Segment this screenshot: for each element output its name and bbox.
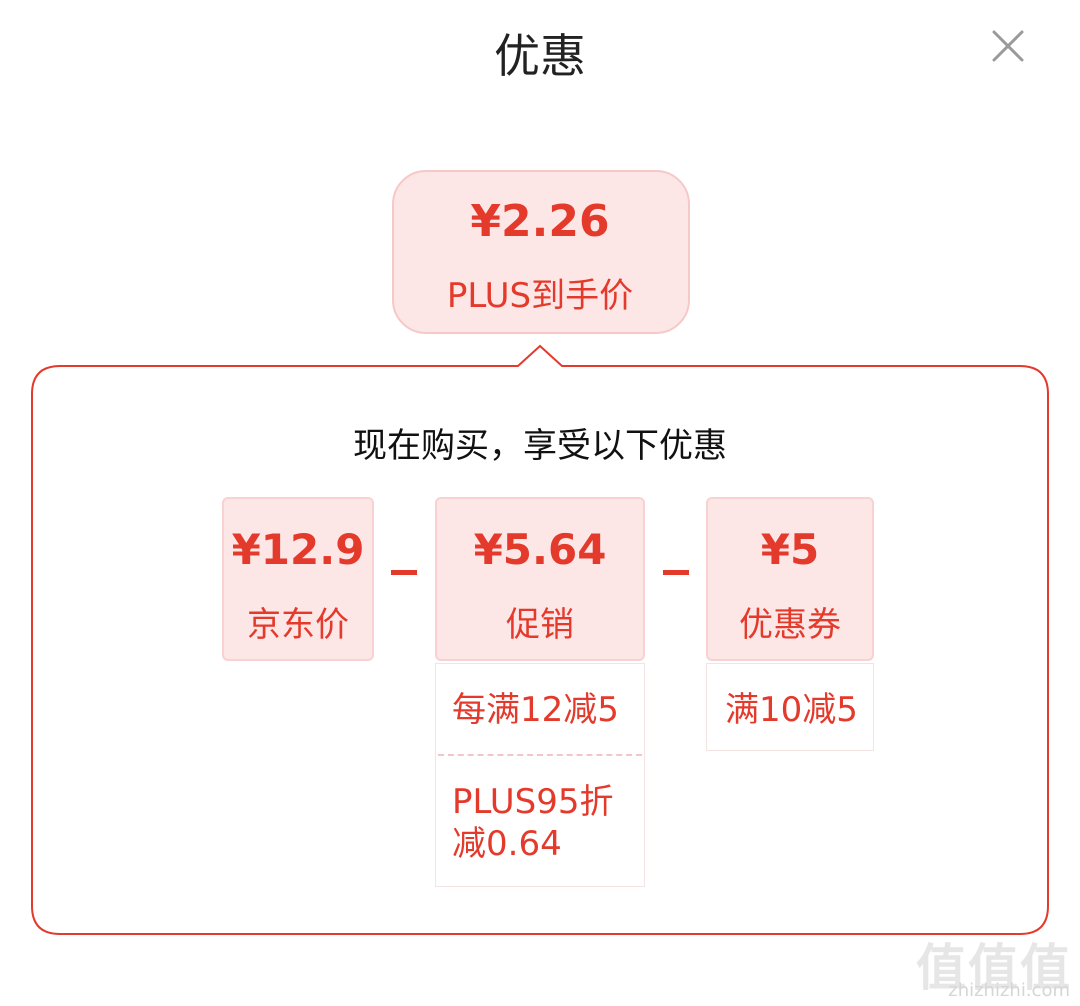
- watermark-url: zhizhizhi.com: [948, 980, 1070, 1001]
- promo-value: ¥5.64: [473, 525, 607, 574]
- coupon-value: ¥5: [760, 525, 820, 574]
- promo-rule-1: 每满12减5: [452, 690, 619, 730]
- minus-sign: [663, 570, 689, 575]
- coupon-rule-1: 满10减5: [725, 690, 858, 730]
- close-icon[interactable]: [988, 26, 1028, 66]
- coupon-card: ¥5 优惠券: [706, 497, 874, 661]
- final-price-label: PLUS到手价: [446, 276, 634, 316]
- divider: [438, 754, 642, 756]
- panel-subtitle: 现在购买，享受以下优惠: [353, 426, 727, 466]
- coupon-details: 满10减5: [706, 663, 874, 751]
- final-price-box: [392, 170, 690, 334]
- promo-label: 促销: [506, 605, 574, 645]
- coupon-label: 优惠券: [739, 605, 841, 645]
- watermark-logo: 值值值: [916, 939, 1072, 997]
- promo-rule-2-line1: PLUS95折: [452, 782, 614, 822]
- jd-price-value: ¥12.9: [231, 525, 365, 574]
- page-title: 优惠: [494, 29, 586, 83]
- jd-price-card: ¥12.9 京东价: [222, 497, 374, 661]
- promo-rule-2-line2: 减0.64: [452, 824, 562, 864]
- minus-sign: [391, 570, 417, 575]
- promo-details: 每满12减5 PLUS95折 减0.64: [435, 663, 645, 887]
- promo-card: ¥5.64 促销: [435, 497, 645, 661]
- jd-price-label: 京东价: [247, 605, 349, 645]
- final-price-value: ¥2.26: [470, 196, 610, 247]
